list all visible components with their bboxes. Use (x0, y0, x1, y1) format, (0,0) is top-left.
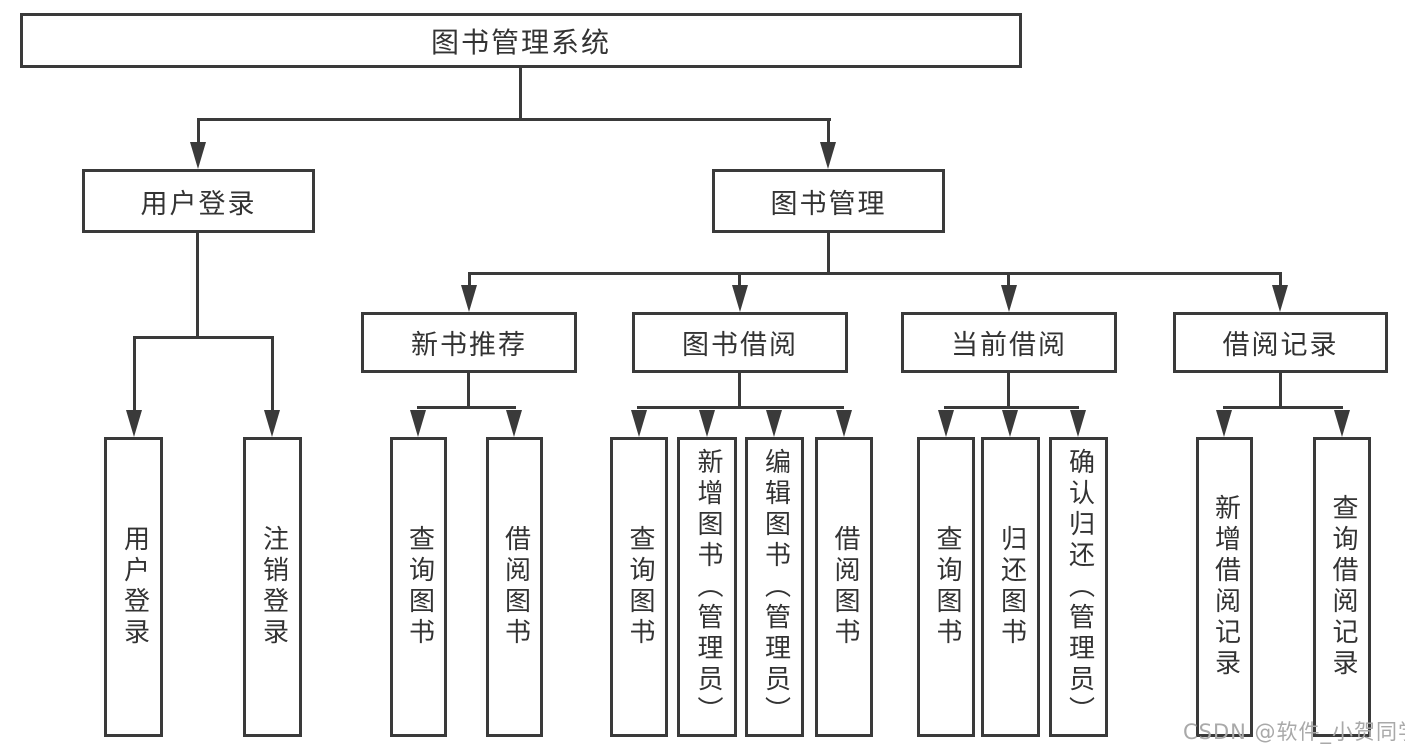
connector-vline (467, 373, 470, 409)
node-leaf-logout: 注销登录 (243, 437, 302, 737)
connector-vline (197, 118, 200, 144)
node-bb-edit-books-admin: 编辑图书（管理员） (745, 437, 804, 737)
node-bb-query-books: 查询图书 (610, 437, 668, 737)
connector-vline (196, 233, 199, 339)
arrowhead-down (506, 410, 522, 437)
connector-vline (1007, 272, 1010, 287)
node-new-book-recommend: 新书推荐 (361, 312, 577, 373)
arrowhead-down (190, 142, 206, 169)
node-cb-confirm-return-admin: 确认归还（管理员） (1049, 437, 1108, 737)
connector-vline (519, 66, 522, 118)
node-library-management-system: 图书管理系统 (20, 13, 1022, 68)
watermark: CSDN @软件_小贺同学 (1183, 720, 1405, 744)
arrowhead-down (1001, 285, 1017, 312)
node-br-query-record: 查询借阅记录 (1313, 437, 1371, 737)
connector-vline (133, 336, 136, 412)
node-bb-add-books-admin: 新增图书（管理员） (677, 437, 737, 737)
connector-vline (738, 272, 741, 287)
connector-hline (637, 406, 844, 409)
connector-vline (271, 336, 274, 412)
arrowhead-down (410, 410, 426, 437)
node-bb-borrow-books: 借阅图书 (815, 437, 873, 737)
node-nbr-query-books: 查询图书 (390, 437, 447, 737)
connector-hline (468, 272, 1281, 275)
connector-hline (1223, 406, 1343, 409)
connector-hline (944, 406, 1079, 409)
arrowhead-down (631, 410, 647, 437)
node-borrow-records: 借阅记录 (1173, 312, 1388, 373)
node-nbr-borrow-books: 借阅图书 (486, 437, 543, 737)
node-user-login: 用户登录 (82, 169, 315, 233)
node-book-management: 图书管理 (712, 169, 945, 233)
node-current-borrow: 当前借阅 (901, 312, 1117, 373)
arrowhead-down (1334, 410, 1350, 437)
connector-vline (468, 272, 471, 287)
arrowhead-down (766, 410, 782, 437)
arrowhead-down (836, 410, 852, 437)
connector-vline (1007, 373, 1010, 409)
arrowhead-down (126, 410, 142, 437)
arrowhead-down (732, 285, 748, 312)
node-cb-return-books: 归还图书 (981, 437, 1040, 737)
node-cb-query-books: 查询图书 (917, 437, 975, 737)
arrowhead-down (1216, 410, 1232, 437)
connector-hline (417, 406, 516, 409)
arrowhead-down (938, 410, 954, 437)
connector-vline (1279, 373, 1282, 409)
connector-vline (1279, 272, 1282, 287)
connector-vline (827, 233, 830, 275)
arrowhead-down (264, 410, 280, 437)
arrowhead-down (820, 142, 836, 169)
connector-vline (738, 373, 741, 409)
connector-vline (827, 118, 830, 144)
arrowhead-down (1002, 410, 1018, 437)
arrowhead-down (1070, 410, 1086, 437)
node-leaf-user-login: 用户登录 (104, 437, 163, 737)
connector-hline (133, 336, 274, 339)
arrowhead-down (699, 410, 715, 437)
arrowhead-down (461, 285, 477, 312)
node-book-borrow: 图书借阅 (632, 312, 848, 373)
connector-hline (197, 118, 831, 121)
arrowhead-down (1272, 285, 1288, 312)
node-br-add-record: 新增借阅记录 (1196, 437, 1253, 737)
